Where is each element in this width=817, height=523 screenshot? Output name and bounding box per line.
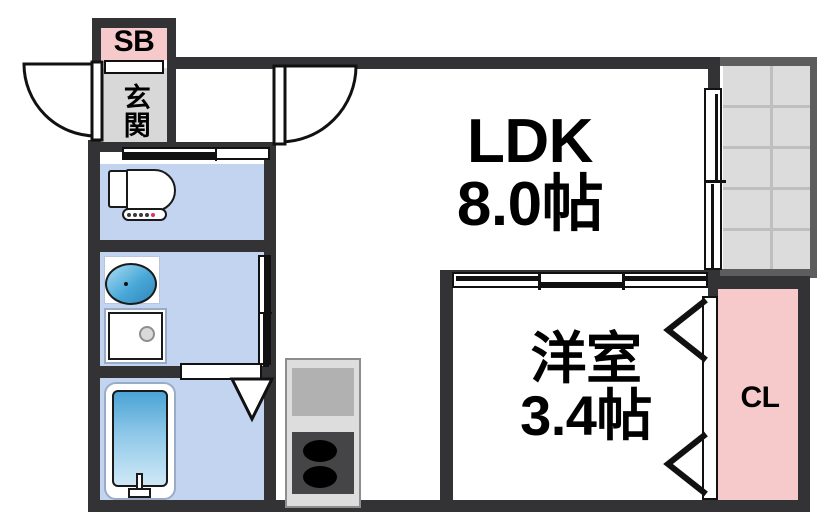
bathtub-icon	[112, 390, 168, 487]
washer-knob-icon	[139, 326, 155, 342]
washer-space-icon	[108, 312, 163, 360]
stove-burner-icon	[303, 466, 337, 488]
sliding-pane-offset	[711, 184, 714, 268]
sliding-pane-divider	[704, 180, 726, 183]
balcony-wall-top	[713, 57, 817, 66]
entrance-door-swing-icon	[22, 60, 104, 142]
closet-door-panel	[702, 296, 718, 500]
sliding-pane-offset	[264, 257, 270, 313]
toilet-bowl-icon	[126, 169, 176, 212]
sliding-pane-offset	[540, 282, 623, 287]
bathtub-faucet-base-icon	[128, 488, 151, 498]
sliding-pane-divider	[215, 148, 217, 161]
toilet-dot	[127, 212, 131, 217]
toilet-dot-red	[151, 212, 155, 217]
entrance-door[interactable]	[18, 58, 104, 144]
sliding-pane-offset	[624, 276, 707, 281]
sink-drain-icon	[124, 282, 128, 286]
wall-top-main	[168, 57, 720, 69]
closet-fold-arrow-upper-icon	[663, 297, 708, 363]
bedroom-sliding-door[interactable]	[452, 272, 708, 290]
wall-right-lower	[798, 276, 810, 512]
wall-toilet-washroom	[92, 240, 276, 252]
stove-burner-icon	[303, 440, 337, 462]
bath-folding-door[interactable]	[180, 363, 278, 423]
bath-door-swing-icon	[229, 377, 275, 423]
label-closet: CL	[740, 380, 781, 414]
sliding-pane-offset	[456, 276, 539, 281]
wall-closet-top	[708, 276, 810, 289]
sliding-pane-offset	[715, 94, 718, 180]
wall-bedroom-left	[440, 270, 453, 512]
sliding-pane-offset	[124, 152, 216, 159]
ldk-entry-door[interactable]	[272, 60, 362, 148]
ldk-door-swing-icon	[272, 64, 358, 146]
label-shoebox: SB	[113, 24, 155, 58]
wall-genkan-right	[167, 57, 176, 152]
kitchen-sink-icon	[292, 368, 354, 416]
balcony-wall-bottom	[713, 269, 817, 278]
sink-basin-icon	[105, 263, 157, 305]
balcony-wall-right	[810, 57, 817, 278]
wall-shoebox-right	[167, 18, 176, 68]
closet-fold-arrow-lower-icon	[663, 431, 708, 497]
room-shoebox-floor	[100, 27, 168, 60]
label-genkan: 玄関	[119, 83, 150, 139]
sliding-pane-divider	[538, 272, 541, 290]
room-closet-floor	[715, 289, 803, 508]
washroom-sliding-door[interactable]	[258, 255, 272, 367]
room-yoshitsu-floor	[450, 282, 713, 508]
toilet-dot	[145, 212, 149, 217]
balcony-grid-line	[770, 65, 773, 270]
label-yoshitsu: 洋室 3.4帖	[520, 326, 652, 447]
bath-door-leaf	[180, 363, 262, 380]
shoebox-panel	[104, 60, 164, 74]
toilet-control-panel-icon	[122, 208, 167, 221]
toilet-sliding-door[interactable]	[122, 147, 270, 161]
balcony-sliding-door[interactable]	[704, 88, 726, 270]
closet-folding-door[interactable]	[663, 292, 720, 504]
room-genkan-floor	[100, 68, 168, 152]
label-ldk: LDK 8.0帖	[456, 106, 604, 239]
wall-left-main	[88, 140, 100, 512]
sliding-pane-offset	[263, 313, 269, 367]
wall-shoebox-top	[92, 18, 176, 28]
sliding-pane-divider	[622, 272, 625, 290]
toilet-dot	[139, 212, 143, 217]
toilet-dot	[133, 212, 137, 217]
